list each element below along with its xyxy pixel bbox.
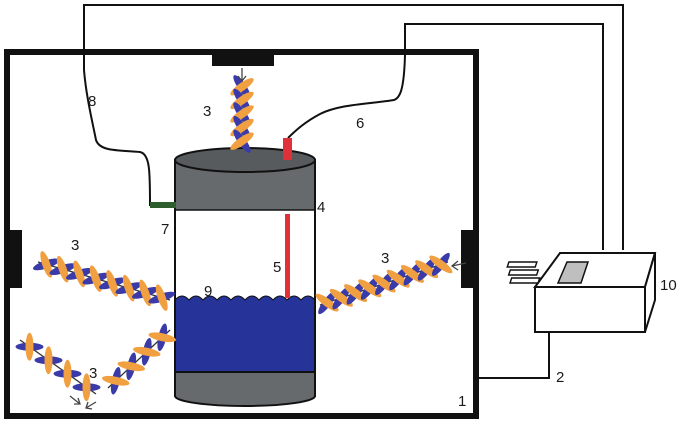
label-3-left: 3: [71, 237, 79, 254]
label-7: 7: [161, 221, 169, 238]
ray-leaf: [429, 255, 453, 274]
water-fill: [174, 295, 316, 373]
sensor-wire: [83, 4, 624, 250]
sensor-bracket: [150, 202, 176, 208]
ray-leaf: [25, 332, 34, 361]
ray-leaf: [102, 375, 130, 386]
enclosure-box: [4, 49, 479, 419]
controller-button: [507, 269, 540, 276]
cylinder-top-ellipse: [174, 147, 316, 173]
ray-leaf: [148, 332, 176, 343]
ray-leaf: [56, 255, 69, 283]
top-emitter-plate: [212, 55, 274, 66]
label-3-bottom: 3: [89, 365, 97, 382]
controller-device: [506, 252, 657, 333]
ray-leaf: [117, 361, 145, 372]
ray-leaf: [155, 284, 168, 311]
ray-leaf: [73, 260, 86, 288]
controller-button: [506, 261, 538, 268]
heater-rod: [285, 214, 290, 298]
label-8: 8: [88, 93, 96, 110]
label-3-top: 3: [203, 103, 211, 120]
label-10: 10: [660, 277, 677, 294]
controller-screen: [556, 261, 590, 284]
label-3-right: 3: [381, 250, 389, 267]
label-1: 1: [458, 393, 466, 410]
ray-arrow: [69, 68, 467, 410]
controller-cable: [476, 332, 550, 379]
ray-leaf: [44, 346, 53, 375]
ray-leaf: [133, 346, 161, 357]
ray-leaf: [139, 279, 152, 307]
label-6: 6: [356, 115, 364, 132]
label-4: 4: [317, 199, 325, 216]
controller-button: [509, 277, 541, 284]
ray-leaf: [122, 274, 135, 302]
right-emitter-plate: [461, 230, 474, 288]
ray-leaf: [40, 251, 53, 278]
label-2: 2: [556, 369, 564, 386]
label-9: 9: [204, 283, 212, 300]
light-rays: [15, 75, 453, 402]
heater-wire: [287, 23, 604, 250]
left-emitter-plate: [10, 230, 22, 288]
ray-leaf: [106, 270, 119, 297]
ray-leaf: [230, 132, 254, 150]
heater-connector: [283, 138, 292, 160]
ray-leaf: [89, 265, 102, 292]
cylinder-bottom-band: [174, 371, 316, 407]
ray-leaf: [82, 373, 91, 402]
ray-leaf: [63, 359, 72, 388]
label-5: 5: [273, 259, 281, 276]
cylinder-vessel: [174, 147, 316, 407]
